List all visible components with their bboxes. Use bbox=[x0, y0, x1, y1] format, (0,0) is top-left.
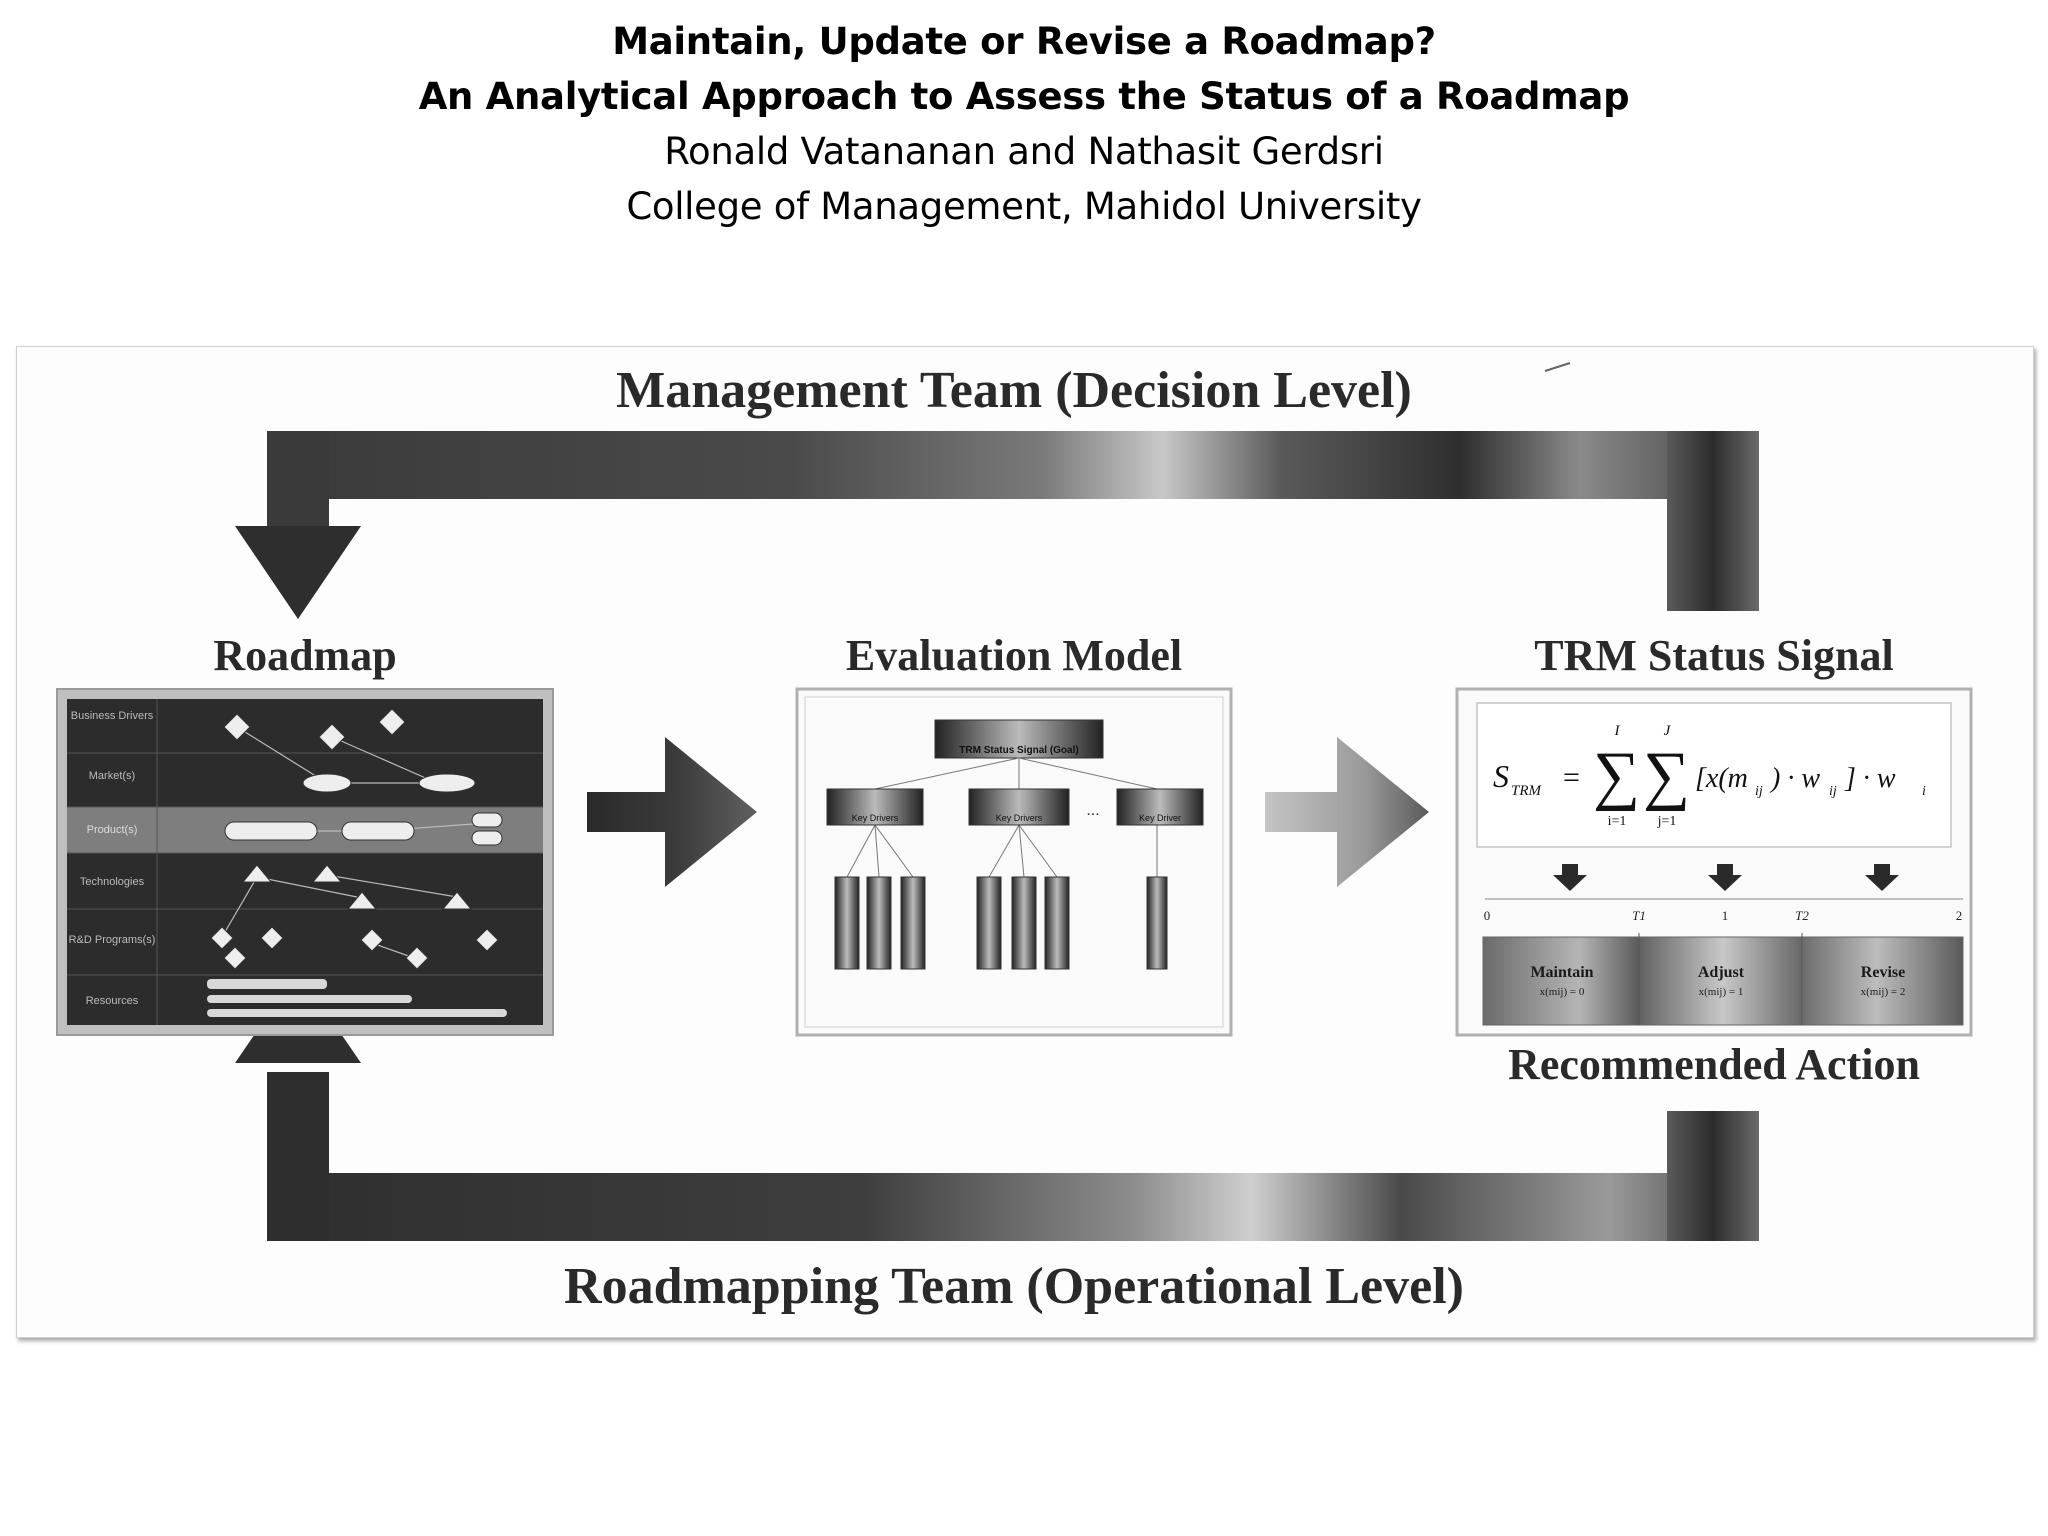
evaluation-links bbox=[846, 757, 1158, 878]
svg-text:) · w: ) · w bbox=[1769, 763, 1820, 794]
svg-text:S: S bbox=[1493, 758, 1509, 794]
action-maintain: Maintain bbox=[1530, 964, 1593, 981]
authors: Ronald Vatananan and Nathasit Gerdsri bbox=[664, 130, 1384, 173]
roadmap-row-label: R&D Programs(s) bbox=[69, 934, 156, 946]
action-labels: Maintain x(mij) = 0 Adjust x(mij) = 1 Re… bbox=[1530, 964, 1905, 998]
figure-panel: Management Team (Decision Level) Roadmap… bbox=[16, 346, 2034, 1338]
roadmap-driver-nodes bbox=[223, 708, 406, 751]
roadmap-row-label: Market(s) bbox=[89, 770, 135, 782]
svg-text:j=1: j=1 bbox=[1657, 814, 1677, 829]
svg-text:[x(m: [x(m bbox=[1695, 763, 1748, 794]
diagram: Management Team (Decision Level) Roadmap… bbox=[56, 362, 1973, 1315]
stray-mark bbox=[1544, 362, 1571, 372]
svg-text:2: 2 bbox=[1956, 908, 1963, 923]
action-adjust-rule: x(mij) = 1 bbox=[1699, 986, 1744, 998]
scale-ticks: 0 T1 1 T2 2 bbox=[1484, 908, 1963, 923]
status-formula: S TRM = ∑ I i=1 ∑ J j=1 [x(m ij ) · w ij… bbox=[1493, 723, 1926, 829]
svg-text:J: J bbox=[1664, 723, 1672, 739]
svg-text:i: i bbox=[1922, 784, 1926, 799]
svg-text:TRM: TRM bbox=[1511, 783, 1543, 799]
title-line-1: Maintain, Update or Revise a Roadmap? bbox=[612, 20, 1436, 63]
svg-text:T1: T1 bbox=[1632, 908, 1646, 923]
roadmap-technology-nodes bbox=[241, 864, 473, 910]
roadmap-row-label: Business Drivers bbox=[71, 710, 154, 722]
svg-text:ij: ij bbox=[1829, 784, 1837, 799]
affiliation: College of Management, Mahidol Universit… bbox=[626, 185, 1422, 228]
top-feedback-arrow bbox=[235, 431, 1759, 619]
recommended-action-label: Recommended Action bbox=[1508, 1040, 1920, 1089]
formula-box bbox=[1476, 702, 1952, 848]
title-line-2: An Analytical Approach to Assess the Sta… bbox=[418, 75, 1630, 118]
management-team-label: Management Team (Decision Level) bbox=[616, 362, 1412, 419]
roadmap-row-label: Technologies bbox=[80, 876, 145, 888]
criteria-ellipsis: ... bbox=[1086, 802, 1099, 819]
criterion-label: Key Driver bbox=[1139, 813, 1181, 823]
evaluation-subcriteria bbox=[834, 876, 1168, 970]
svg-text:i=1: i=1 bbox=[1608, 814, 1627, 829]
svg-text:] · w: ] · w bbox=[1844, 763, 1896, 794]
evaluation-criteria: Key Drivers Key Drivers Key Driver ... bbox=[826, 788, 1204, 826]
roadmap-market-nodes bbox=[302, 773, 476, 793]
status-signal-panel: S TRM = ∑ I i=1 ∑ J j=1 [x(m ij ) · w ij… bbox=[1455, 687, 1973, 1037]
svg-text:0: 0 bbox=[1484, 908, 1491, 923]
bottom-feedback-arrow bbox=[235, 971, 1759, 1241]
svg-text:I: I bbox=[1614, 723, 1621, 739]
roadmap-panel: Business Drivers Market(s) Product(s) Te… bbox=[56, 688, 554, 1036]
evaluation-goal-label: TRM Status Signal (Goal) bbox=[959, 745, 1078, 756]
criterion-label: Key Drivers bbox=[996, 813, 1043, 823]
roadmap-title: Roadmap bbox=[213, 631, 396, 680]
status-down-arrows bbox=[1553, 864, 1899, 891]
roadmap-resource-bars bbox=[207, 979, 507, 1017]
arrow-to-evaluation bbox=[587, 737, 757, 887]
action-revise-rule: x(mij) = 2 bbox=[1861, 986, 1906, 998]
evaluation-model-title: Evaluation Model bbox=[846, 631, 1182, 680]
evaluation-model-panel: TRM Status Signal (Goal) Key Drivers Key… bbox=[795, 687, 1233, 1037]
svg-text:=: = bbox=[1563, 761, 1580, 794]
roadmap-program-nodes bbox=[210, 926, 499, 970]
header: Maintain, Update or Revise a Roadmap? An… bbox=[0, 14, 2048, 234]
action-adjust: Adjust bbox=[1698, 964, 1745, 981]
evaluation-goal-box bbox=[934, 719, 1104, 759]
roadmap-row-label: Product(s) bbox=[87, 824, 138, 836]
action-scale-bar bbox=[1482, 936, 1964, 1026]
svg-text:ij: ij bbox=[1755, 784, 1763, 799]
roadmapping-team-label: Roadmapping Team (Operational Level) bbox=[564, 1258, 1464, 1315]
svg-text:T2: T2 bbox=[1795, 908, 1809, 923]
criterion-label: Key Drivers bbox=[852, 813, 899, 823]
svg-text:1: 1 bbox=[1722, 908, 1729, 923]
action-revise: Revise bbox=[1861, 964, 1905, 981]
svg-text:∑: ∑ bbox=[1593, 739, 1640, 812]
action-maintain-rule: x(mij) = 0 bbox=[1540, 986, 1585, 998]
arrow-to-status-signal bbox=[1265, 737, 1429, 887]
roadmap-product-nodes bbox=[224, 812, 503, 846]
roadmap-row-label: Resources bbox=[86, 995, 139, 1007]
svg-text:∑: ∑ bbox=[1643, 739, 1690, 812]
trm-status-signal-title: TRM Status Signal bbox=[1534, 631, 1893, 680]
